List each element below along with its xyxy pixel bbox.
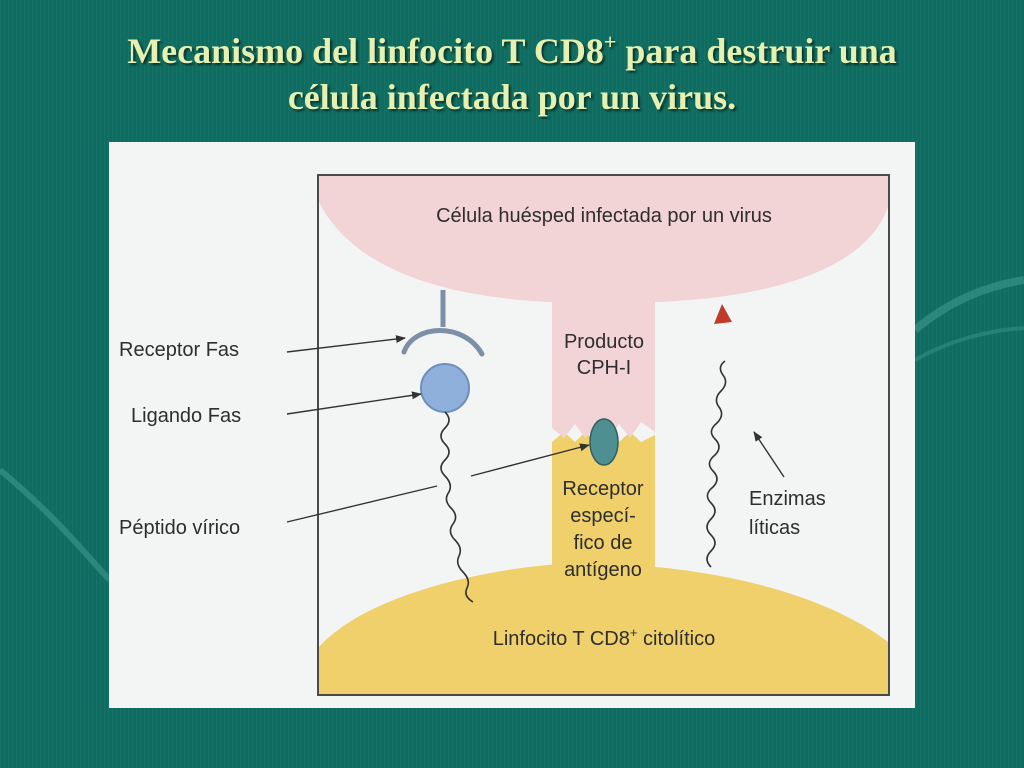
receptor-label-line3: fico de [574,532,633,554]
diagram-frame [317,174,890,696]
t-cell-body [319,563,888,694]
host-cell-label: Célula huésped infectada por un virus [436,205,772,227]
host-cell-body [319,176,888,438]
slide-title: Mecanismo del linfocito T CD8+ para dest… [0,28,1024,120]
t-cell-label: Linfocito T CD8+ citolítico [493,625,716,650]
fas-receptor-label: Receptor Fas [119,339,239,361]
lytic-enzymes-arrowhead [714,304,732,324]
t-cell-label-a: Linfocito T CD8 [493,628,630,650]
viral-peptide [589,418,619,466]
title-line-1: Mecanismo del linfocito T CD8+ para dest… [0,28,1024,74]
pointer-lytic-enzymes [753,431,785,478]
tcr-stem [552,432,655,572]
mhc-label-line2: CPH-I [577,357,631,379]
title-line-2: célula infectada por un virus. [287,77,737,117]
t-cell-label-b: citolítico [637,628,715,650]
pointer-fas-receptor [286,335,406,353]
peptide-label: Péptido vírico [119,517,240,539]
fas-receptor-icon [401,328,485,357]
fas-ligand-tether [440,411,474,603]
title-text-b: para destruir una [616,31,897,71]
receptor-label-line2: especí- [570,505,636,527]
pointer-fas-ligand [286,391,422,415]
diagram-svg: Célula huésped infectada por un virus Pr… [119,174,890,696]
title-superscript: + [603,29,617,54]
lytic-enzymes-label-line2: líticas [749,517,800,539]
pointer-peptide-b [470,443,590,477]
receptor-label-line1: Receptor [562,478,643,500]
fas-ligand-label: Ligando Fas [131,405,241,427]
lytic-enzymes-label-line1: Enzimas [749,488,826,510]
title-text-a: Mecanismo del linfocito T CD8 [127,31,604,71]
t-cell-label-sup: + [630,625,638,640]
fas-ligand-icon [420,363,470,413]
diagram-figure: Célula huésped infectada por un virus Pr… [109,142,915,708]
mhc-label-line1: Producto [564,331,644,353]
lytic-enzymes-path [706,360,727,568]
pointer-peptide-a [286,485,438,523]
receptor-label-line4: antígeno [564,559,642,581]
